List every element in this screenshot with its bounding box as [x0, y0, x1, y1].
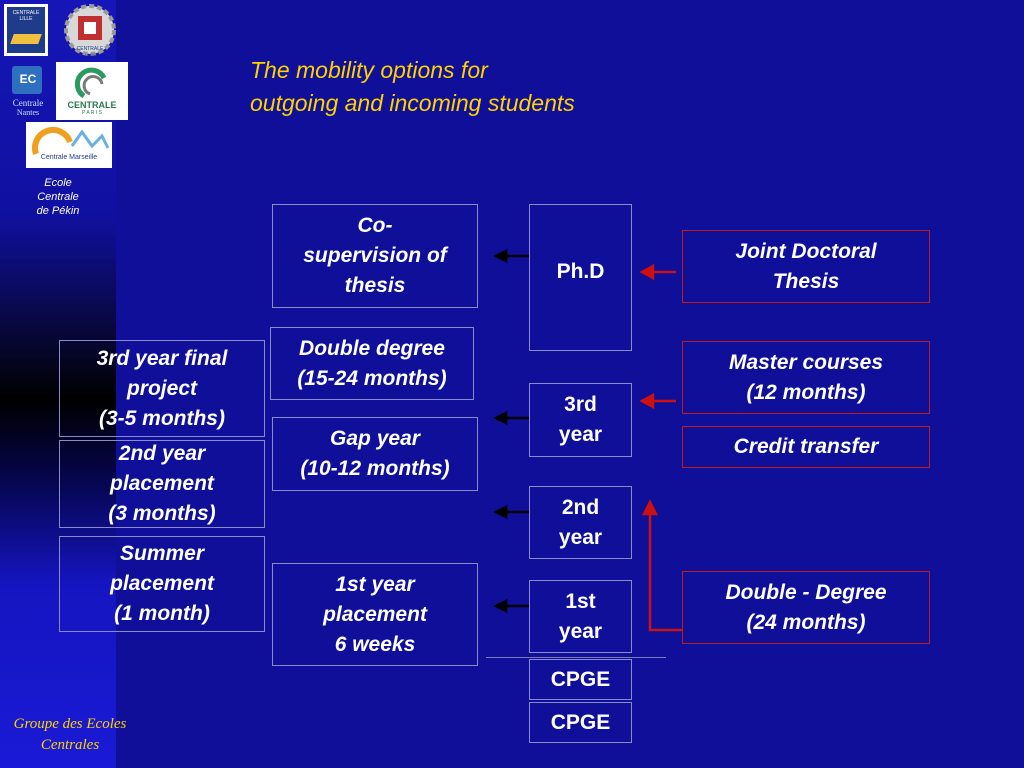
arrow-2nd-year-outgoing — [493, 504, 529, 520]
centrale-nantes-logo: EC Centrale Nantes — [2, 62, 54, 120]
box-phd: Ph.D — [529, 204, 632, 351]
centrale-paris-logo: CENTRALE P A R I S — [56, 62, 128, 120]
outgoing-arrows — [493, 248, 529, 614]
page-title: The mobility options for outgoing and in… — [250, 57, 575, 116]
ecole-centrale-label: Ecole Centrale de Pékin — [36, 177, 80, 217]
arrow-phd-outgoing — [493, 248, 529, 264]
box-gap-year: Gap year(10-12 months) — [272, 417, 478, 491]
arrow-double-degree-incoming — [641, 499, 682, 632]
centrale-lyon-logo: CENTRALE LYON — [62, 2, 118, 60]
arrow-master-incoming — [639, 392, 676, 410]
arrow-1st-year-outgoing — [493, 598, 529, 614]
box-cpge-2: CPGE — [529, 702, 632, 743]
centrale-marseille-logo: Centrale Marseille — [26, 122, 112, 168]
box-double-degree-outgoing: Double degree(15-24 months) — [270, 327, 474, 400]
box-cpge-1: CPGE — [529, 659, 632, 700]
sidebar: CENTRALE LILLE CENTRALE LYON EC Centrale… — [0, 0, 128, 768]
centrale-lille-logo: CENTRALE LILLE — [4, 4, 48, 56]
gear-icon — [64, 4, 116, 56]
box-double-degree-incoming: Double - Degree(24 months) — [682, 571, 930, 644]
box-credit-transfer: Credit transfer — [682, 426, 930, 468]
groupe-ecoles-label: Groupe des Ecoles Centrales — [13, 716, 127, 753]
arrow-3rd-year-outgoing — [493, 410, 529, 426]
arrow-joint-doctoral-incoming — [639, 263, 676, 281]
incoming-arrows — [639, 263, 682, 632]
divider-line — [486, 657, 666, 658]
box-master-courses: Master courses(12 months) — [682, 341, 930, 414]
